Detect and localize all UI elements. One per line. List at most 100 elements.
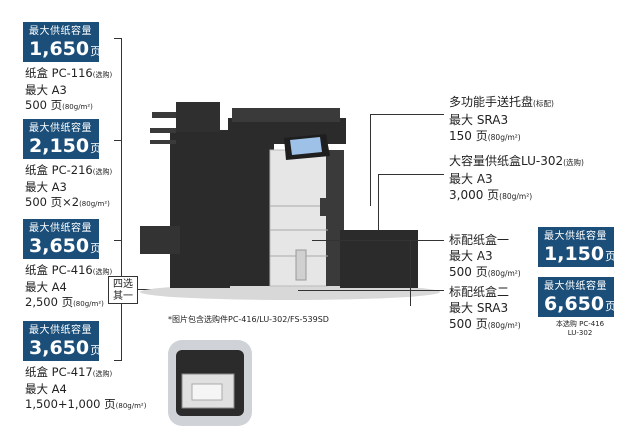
capacity-badge: 最大供纸容量 2,150页	[23, 119, 102, 159]
capacity-value: 1,150	[544, 243, 605, 265]
capacity-badge: 最大供纸容量 3,650页	[23, 321, 102, 361]
spec-weight: (80g/m²)	[487, 321, 521, 330]
option-weight: (80g/m²)	[73, 300, 104, 308]
option-weight: (80g/m²)	[62, 103, 93, 111]
finisher-tray	[152, 112, 180, 118]
capacity-value: 6,650	[544, 293, 605, 315]
capacity-unit: 页	[90, 344, 102, 357]
large-capacity-unit	[340, 230, 418, 288]
bracket-tick	[114, 140, 122, 141]
bracket-tick	[114, 360, 122, 361]
spec-pages: 3,000 页	[449, 188, 500, 202]
finisher-top	[176, 102, 220, 132]
spec-pages: 500 页	[449, 265, 488, 279]
spec-size: 最大 A3	[449, 249, 493, 263]
option-note: (选购)	[92, 71, 113, 79]
finisher-body	[170, 130, 230, 288]
capacity-value: 3,650	[29, 337, 90, 359]
note-line1: 本选购 PC-416	[555, 320, 605, 328]
capacity-unit: 页	[605, 250, 617, 263]
spec-weight: (80g/m²)	[487, 269, 521, 278]
bracket-tick	[114, 38, 122, 39]
badge-title: 最大供纸容量	[29, 325, 92, 336]
bypass-tray-spec: 多功能手送托盘(标配) 最大 SRA3 150 页(80g/m²)	[449, 94, 554, 146]
option-pages: 2,500 页	[25, 295, 74, 309]
spec-title: 标配纸盒二	[449, 285, 510, 299]
option-size: 最大 A3	[25, 180, 67, 194]
spec-title: 大容量供纸盒LU-302	[449, 154, 564, 168]
option-spec: 纸盒 PC-116(选购) 最大 A3 500 页(80g/m²)	[25, 66, 112, 115]
tray2-spec: 标配纸盒二 最大 SRA3 500 页(80g/m²)	[449, 284, 521, 334]
touch-screen	[290, 137, 322, 155]
choose-one-line1: 四选	[113, 279, 133, 290]
option-pages: 500 页	[25, 98, 63, 112]
main-body-side	[326, 150, 344, 286]
option-model: 纸盒 PC-216	[25, 163, 93, 177]
capacity-unit: 页	[90, 142, 102, 155]
option-note: (选购)	[92, 370, 113, 378]
pointer-line-tray2	[298, 290, 444, 291]
choose-one-label: 四选 其一	[108, 276, 138, 304]
capacity-unit: 页	[605, 300, 617, 313]
bypass-tray	[320, 198, 342, 216]
bracket-tick	[114, 240, 122, 241]
capacity-value: 2,150	[29, 135, 90, 157]
spec-size: 最大 A3	[449, 172, 493, 186]
spec-note: (选购)	[563, 158, 584, 167]
badge-title: 最大供纸容量	[29, 26, 92, 37]
option-note: (选购)	[92, 168, 113, 176]
spec-weight: (80g/m²)	[487, 133, 521, 142]
max-capacity-note: 本选购 PC-416 LU-302	[540, 320, 620, 338]
option-pages: 500 页×2	[25, 195, 80, 209]
option-weight: (80g/m²)	[115, 402, 147, 410]
badge-title: 最大供纸容量	[544, 231, 607, 242]
spec-weight: (80g/m²)	[499, 192, 533, 201]
image-footnote: *图片包含选购件PC-416/LU-302/FS-539SD	[168, 315, 329, 324]
tray1-spec: 标配纸盒一 最大 A3 500 页(80g/m²)	[449, 232, 521, 282]
spec-size: 最大 SRA3	[449, 113, 509, 127]
option-pages: 1,500+1,000 页	[25, 397, 116, 411]
pointer-line-lcu-h	[378, 174, 444, 175]
option-spec: 纸盒 PC-417(选购) 最大 A4 1,500+1,000 页(80g/m²…	[25, 365, 146, 414]
option-spec: 纸盒 PC-416(选购) 最大 A4 2,500 页(80g/m²)	[25, 263, 112, 312]
capacity-badge: 最大供纸容量 1,650页	[23, 22, 102, 62]
option-model: 纸盒 PC-416	[25, 263, 93, 277]
capacity-badge: 最大供纸容量 3,650页	[23, 219, 102, 259]
note-line2: LU-302	[567, 329, 593, 337]
tray-photo-paper	[191, 383, 223, 401]
option-size: 最大 A4	[25, 280, 67, 294]
drawer-handle	[295, 249, 307, 281]
pointer-line-lcu	[378, 174, 379, 230]
main-body-left	[226, 140, 274, 286]
capacity-unit: 页	[90, 242, 102, 255]
spec-pages: 500 页	[449, 317, 488, 331]
spec-note: (标配)	[533, 99, 554, 108]
option-model: 纸盒 PC-417	[25, 365, 93, 379]
badge-title: 最大供纸容量	[544, 281, 607, 292]
option-size: 最大 A3	[25, 83, 67, 97]
spec-pages: 150 页	[449, 129, 488, 143]
badge-title: 最大供纸容量	[29, 223, 92, 234]
capacity-value: 1,650	[29, 38, 90, 60]
capacity-value: 3,650	[29, 235, 90, 257]
capacity-unit: 页	[90, 45, 102, 58]
pointer-line-tray-join	[410, 240, 411, 306]
spec-size: 最大 SRA3	[449, 301, 509, 315]
option-size: 最大 A4	[25, 382, 67, 396]
pointer-line-tray1	[312, 240, 444, 241]
option-model: 纸盒 PC-116	[25, 66, 93, 80]
capacity-badge-standard: 最大供纸容量 1,150页	[538, 227, 617, 267]
badge-title: 最大供纸容量	[29, 123, 92, 134]
finisher-tray	[150, 140, 176, 144]
choose-one-line2: 其一	[113, 291, 133, 302]
lcu-spec: 大容量供纸盒LU-302(选购) 最大 A3 3,000 页(80g/m²)	[449, 153, 584, 205]
spec-title: 多功能手送托盘	[449, 95, 534, 109]
finisher-tray	[150, 128, 176, 133]
bracket-vertical-line	[121, 38, 122, 360]
option-weight: (80g/m²)	[79, 200, 110, 208]
pointer-line-bypass	[370, 114, 371, 206]
option-spec: 纸盒 PC-216(选购) 最大 A3 500 页×2(80g/m²)	[25, 163, 112, 212]
capacity-badge-max: 最大供纸容量 6,650页	[538, 277, 617, 317]
spec-title: 标配纸盒一	[449, 233, 510, 247]
